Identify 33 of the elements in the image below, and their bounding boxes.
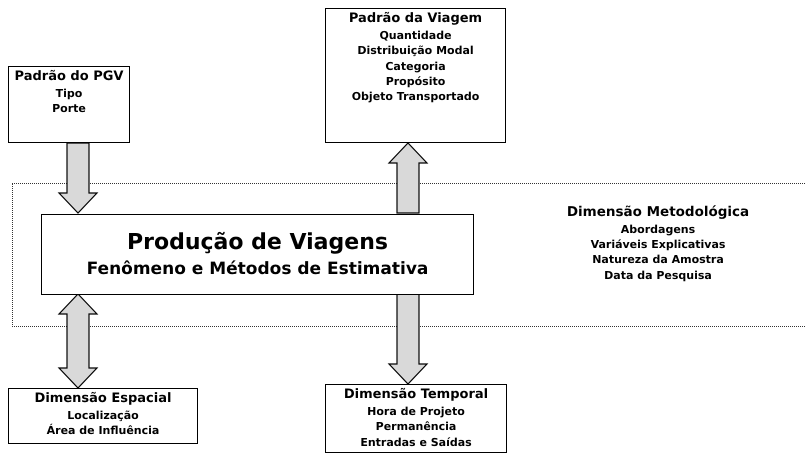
process-box	[41, 214, 474, 295]
box-heading: Dimensão Espacial	[34, 391, 172, 408]
block-arrow	[58, 142, 98, 214]
process-box	[8, 66, 130, 143]
region-item: Variáveis Explicativas	[590, 236, 726, 252]
box-title: Produção de Viagens	[127, 229, 388, 258]
process-box	[8, 388, 198, 444]
box-heading: Dimensão Temporal	[344, 387, 488, 404]
block-arrow	[388, 293, 428, 385]
process-box	[325, 8, 506, 143]
box-item: Objeto Transportado	[352, 89, 480, 105]
box-item: Categoria	[385, 58, 446, 74]
block-arrow	[388, 142, 428, 214]
block-arrow	[58, 293, 98, 389]
region-item: Natureza da Amostra	[592, 252, 724, 268]
box-item: Tipo	[56, 86, 82, 102]
box-item: Propósito	[386, 74, 446, 90]
region-item: Data da Pesquisa	[604, 268, 712, 284]
box-item: Localização	[67, 408, 139, 424]
box-item: Quantidade	[379, 28, 452, 44]
process-box	[325, 384, 507, 453]
box-item: Entradas e Saídas	[360, 434, 472, 450]
region-heading: Dimensão Metodológica	[566, 204, 750, 222]
box-subtitle: Fenômeno e Métodos de Estimativa	[86, 258, 428, 280]
box-item: Porte	[52, 101, 86, 117]
box-item: Permanência	[376, 419, 456, 435]
box-heading: Padrão do PGV	[14, 69, 124, 86]
box-item: Distribuição Modal	[357, 43, 474, 59]
box-heading: Padrão da Viagem	[348, 11, 482, 28]
dotted-region	[12, 183, 805, 327]
box-item: Hora de Projeto	[367, 404, 465, 420]
box-item: Área de Influência	[46, 423, 160, 439]
region-item: Abordagens	[620, 222, 696, 237]
